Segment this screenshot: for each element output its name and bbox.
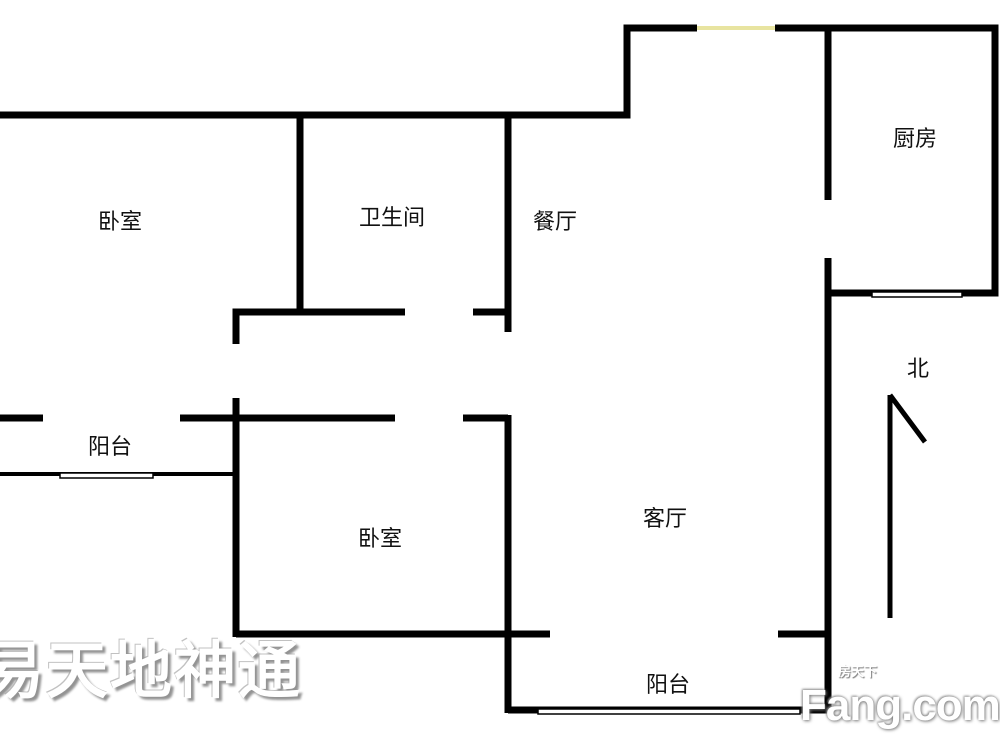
room-label-kitchen: 厨房: [892, 127, 938, 152]
compass-label: 北: [906, 357, 930, 382]
room-label-bedroom-2: 卧室: [357, 527, 403, 552]
room-label-balcony: 阳台: [87, 435, 133, 460]
watermark-left: 易天地神通: [0, 634, 303, 707]
room-label-living: 客厅: [642, 507, 688, 532]
watermark-en: Fang.com: [800, 681, 1000, 730]
windows: [59, 291, 963, 715]
north-arrow-icon: [887, 393, 928, 618]
room-label-bedroom: 卧室: [97, 210, 143, 235]
watermark-cn: 房天下: [838, 664, 878, 679]
exterior-walls: [0, 24, 999, 714]
room-label-bathroom: 卫生间: [358, 206, 426, 231]
watermark-logo: 房天下 Fang.com: [800, 664, 1000, 750]
room-label-dining: 餐厅: [532, 210, 578, 235]
room-label-balcony-2: 阳台: [645, 673, 691, 698]
interior-walls: [0, 115, 828, 638]
